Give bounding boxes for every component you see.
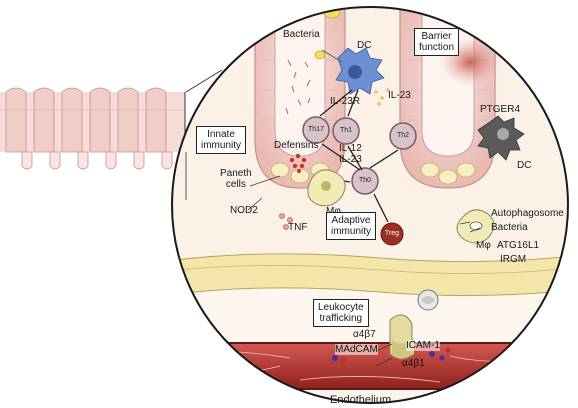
label-treg: Treg [384,230,400,237]
label-ptger4: PTGER4 [480,104,521,115]
tnf-dots [279,213,293,230]
bacteria-squiggles [285,59,311,115]
label-macrophage-autophagy: Mφ [476,240,491,251]
label-irgm: IRGM [500,254,527,265]
label-th2: Th2 [396,132,410,139]
arrows [319,89,399,223]
trafficking-leukocyte [389,314,414,360]
box-barrier-function: Barrier function [414,28,460,56]
label-autophagosome: Autophagosome [491,208,564,219]
autophagy-macrophage [456,209,495,244]
villi-strip [0,87,186,170]
label-il23r: IL-23R [330,96,361,107]
label-th0: Th0 [358,177,372,184]
connector-top [185,69,223,93]
defensin-dots [289,153,307,173]
label-endothelium: Endothelium [330,394,392,406]
label-madcam: MAdCAM [335,344,378,355]
label-nod2: NOD2 [230,205,258,216]
label-th17: Th17 [308,126,324,133]
label-bacteria-autophagy: Bacteria [491,222,528,233]
macrophage [307,169,346,207]
label-atg16l1: ATG16L1 [497,240,540,251]
label-dc-ptger4: DC [517,160,532,171]
box-leukocyte-trafficking: Leukocyte trafficking [313,299,369,327]
submucosa-band [172,249,568,297]
label-a4b7: α4β7 [353,329,376,340]
box-innate-immunity: Innate immunity [196,126,247,154]
label-a4b1: α4β1 [402,358,425,369]
label-macrophage: Mφ [326,206,341,217]
label-th1: Th1 [339,127,353,134]
dendritic-cell-top [335,47,385,95]
label-defensins: Defensins [274,140,319,151]
box-adaptive-immunity: Adaptive immunity [326,212,377,240]
circle-outline [171,6,569,404]
label-bacteria: Bacteria [283,29,320,40]
il23-dots [374,88,390,106]
label-icam1: ICAM-1 [406,340,440,351]
leader-lines [247,175,481,367]
label-il12-il23: IL-12 IL-23 [339,143,362,165]
leukocyte-round [417,289,439,311]
label-dc-top: DC [357,40,372,51]
label-il23: IL-23 [388,90,411,101]
label-tnf: TNF [288,222,308,233]
dendritic-cell-ptger4 [477,115,525,161]
t-cells [302,116,417,246]
label-paneth-cells: Paneth cells [220,168,252,190]
